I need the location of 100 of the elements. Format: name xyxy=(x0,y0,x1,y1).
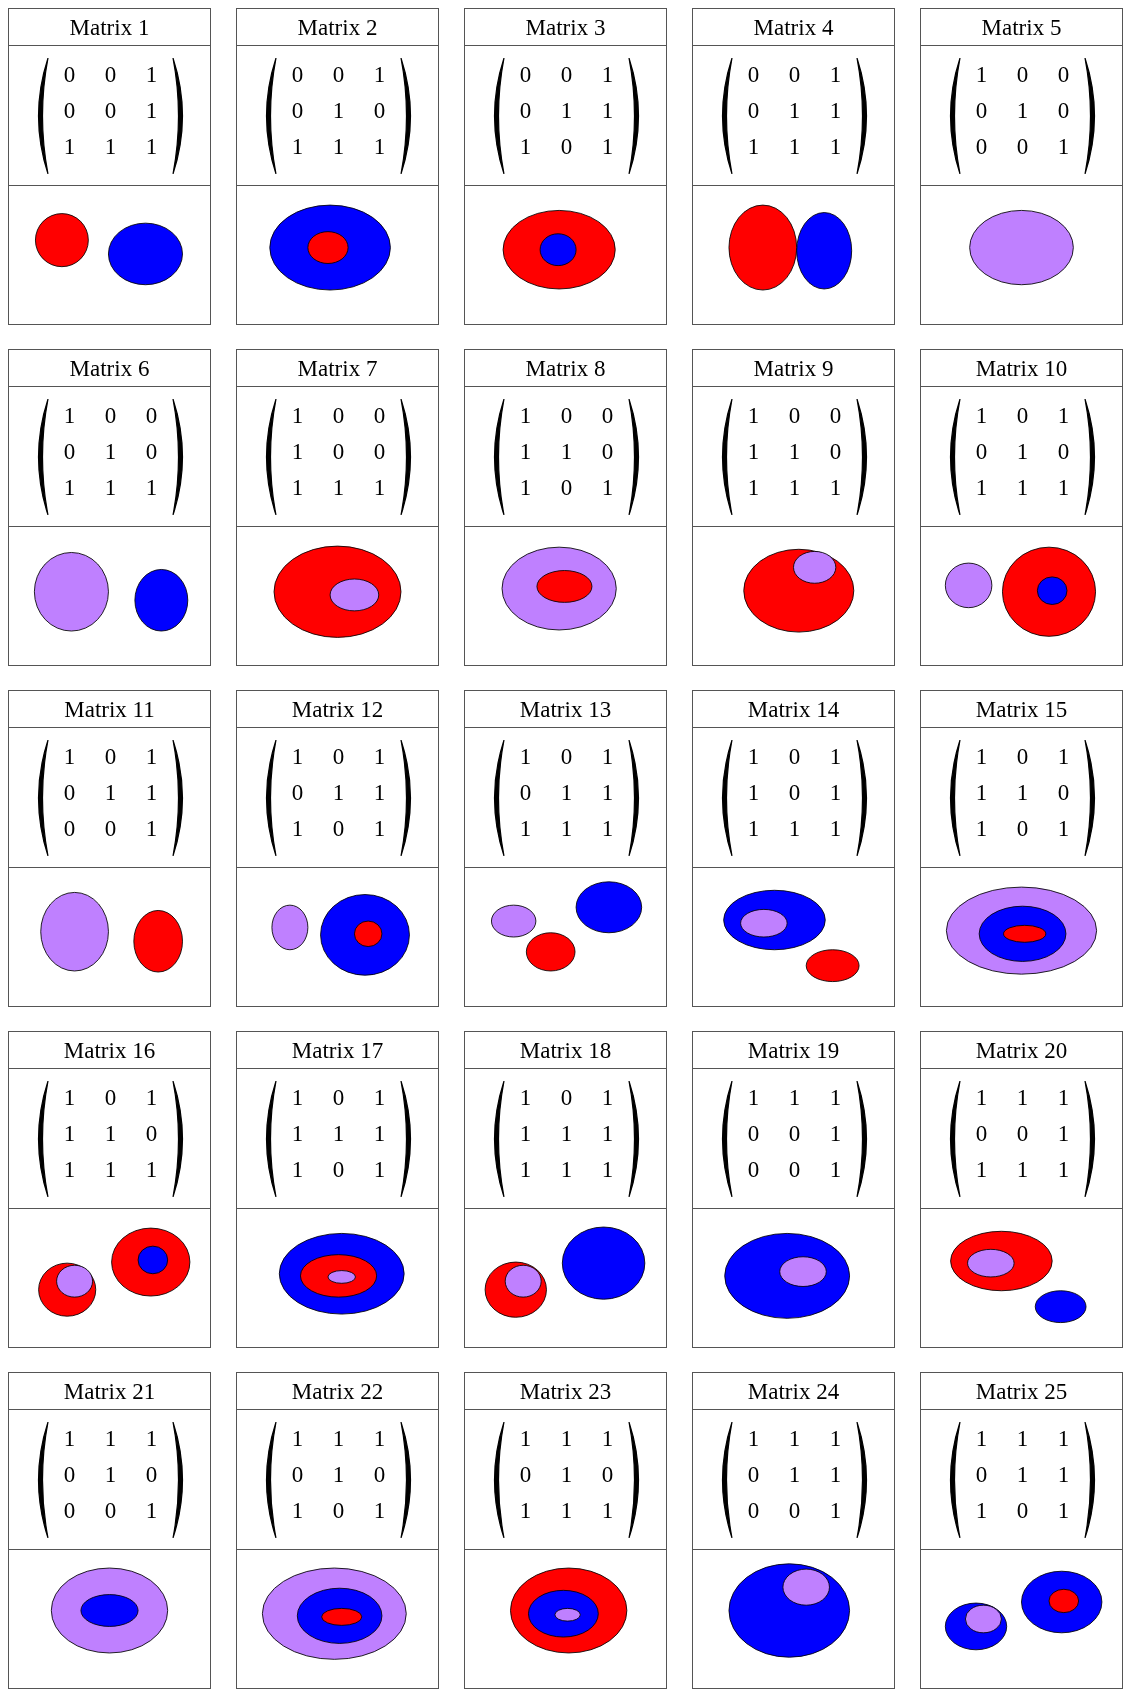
card-title: Matrix 6 xyxy=(69,356,150,380)
matrix-entry: 0 xyxy=(145,1121,158,1145)
matrix-entry: 1 xyxy=(373,780,386,804)
matrix-entry: 1 xyxy=(373,134,386,158)
matrix-entry: 0 xyxy=(1016,134,1029,158)
matrix-entry: 1 xyxy=(1016,780,1029,804)
matrix-entry: 1 xyxy=(747,475,760,499)
matrix-card xyxy=(692,349,895,666)
matrix-card xyxy=(8,349,211,666)
matrix-entry: 1 xyxy=(829,1426,842,1450)
matrix-entry: 1 xyxy=(601,1121,614,1145)
matrix-card xyxy=(236,8,439,325)
matrix-entry: 1 xyxy=(1057,403,1070,427)
matrix-entry: 1 xyxy=(332,780,345,804)
matrix-entry: 1 xyxy=(291,744,304,768)
matrix-entry: 1 xyxy=(291,403,304,427)
matrix-entry: 1 xyxy=(63,1085,76,1109)
matrix-entry: 0 xyxy=(829,403,842,427)
matrix-entry: 1 xyxy=(291,1426,304,1450)
matrix-entry: 0 xyxy=(104,62,117,86)
matrix-card xyxy=(236,690,439,1007)
card-title: Matrix 15 xyxy=(975,697,1068,721)
matrix-entry: 1 xyxy=(104,780,117,804)
matrix-card xyxy=(692,1031,895,1348)
matrix-entry: 1 xyxy=(788,98,801,122)
matrix-entry: 0 xyxy=(291,780,304,804)
card-title: Matrix 4 xyxy=(753,15,834,39)
matrix-entry: 1 xyxy=(1016,98,1029,122)
matrix-entry: 1 xyxy=(1057,1426,1070,1450)
matrix-entry: 1 xyxy=(1057,475,1070,499)
matrix-entry: 1 xyxy=(829,62,842,86)
matrix-card xyxy=(692,690,895,1007)
matrix-entry: 1 xyxy=(373,1426,386,1450)
matrix-card xyxy=(920,8,1123,325)
matrix-entry: 1 xyxy=(63,744,76,768)
matrix-entry: 0 xyxy=(975,439,988,463)
matrix-entry: 1 xyxy=(291,134,304,158)
matrix-entry: 0 xyxy=(519,780,532,804)
matrix-entry: 1 xyxy=(63,1426,76,1450)
matrix-card xyxy=(8,690,211,1007)
matrix-entry: 0 xyxy=(975,1462,988,1486)
card-title: Matrix 19 xyxy=(747,1038,840,1062)
matrix-entry: 1 xyxy=(104,475,117,499)
matrix-entry: 1 xyxy=(519,134,532,158)
matrix-entry: 0 xyxy=(1016,1498,1029,1522)
matrix-entry: 0 xyxy=(1057,62,1070,86)
card-title: Matrix 9 xyxy=(753,356,834,380)
matrix-entry: 0 xyxy=(560,475,573,499)
matrix-entry: 0 xyxy=(1057,98,1070,122)
matrix-entry: 1 xyxy=(291,475,304,499)
matrix-entry: 0 xyxy=(332,439,345,463)
matrix-entry: 1 xyxy=(373,475,386,499)
matrix-entry: 0 xyxy=(560,134,573,158)
matrix-entry: 1 xyxy=(104,1157,117,1181)
matrix-entry: 1 xyxy=(829,1121,842,1145)
matrix-entry: 0 xyxy=(1057,439,1070,463)
matrix-entry: 1 xyxy=(975,1085,988,1109)
matrix-entry: 0 xyxy=(1016,62,1029,86)
matrix-entry: 1 xyxy=(291,1157,304,1181)
matrix-entry: 0 xyxy=(560,403,573,427)
matrix-entry: 1 xyxy=(145,134,158,158)
matrix-entry: 0 xyxy=(332,1085,345,1109)
matrix-entry: 1 xyxy=(145,1157,158,1181)
matrix-card xyxy=(464,1031,667,1348)
matrix-entry: 1 xyxy=(63,403,76,427)
matrix-entry: 1 xyxy=(560,780,573,804)
card-title: Matrix 25 xyxy=(975,1379,1068,1403)
matrix-entry: 0 xyxy=(145,1462,158,1486)
matrix-entry: 1 xyxy=(1057,1121,1070,1145)
matrix-entry: 1 xyxy=(601,475,614,499)
matrix-entry: 1 xyxy=(1016,439,1029,463)
matrix-entry: 1 xyxy=(145,62,158,86)
matrix-entry: 0 xyxy=(291,98,304,122)
matrix-entry: 1 xyxy=(560,816,573,840)
matrix-entry: 0 xyxy=(63,439,76,463)
matrix-entry: 1 xyxy=(601,816,614,840)
matrix-entry: 0 xyxy=(788,744,801,768)
matrix-entry: 1 xyxy=(332,1462,345,1486)
matrix-entry: 1 xyxy=(145,1085,158,1109)
matrix-entry: 0 xyxy=(63,816,76,840)
matrix-entry: 0 xyxy=(1016,1121,1029,1145)
matrix-entry: 0 xyxy=(601,1462,614,1486)
matrix-entry: 1 xyxy=(788,475,801,499)
matrix-entry: 0 xyxy=(747,62,760,86)
matrix-card xyxy=(692,8,895,325)
matrix-entry: 1 xyxy=(373,1121,386,1145)
matrix-entry: 0 xyxy=(975,134,988,158)
matrix-entry: 0 xyxy=(332,1498,345,1522)
card-title: Matrix 16 xyxy=(63,1038,156,1062)
matrix-entry: 0 xyxy=(104,403,117,427)
matrix-card xyxy=(464,349,667,666)
matrix-entry: 0 xyxy=(560,744,573,768)
matrix-entry: 0 xyxy=(373,98,386,122)
matrix-entry: 1 xyxy=(373,1157,386,1181)
matrix-entry: 0 xyxy=(519,98,532,122)
card-title: Matrix 23 xyxy=(519,1379,612,1403)
matrix-entry: 1 xyxy=(829,98,842,122)
matrix-entry: 0 xyxy=(291,1462,304,1486)
matrix-entry: 0 xyxy=(104,744,117,768)
matrix-entry: 1 xyxy=(519,1121,532,1145)
